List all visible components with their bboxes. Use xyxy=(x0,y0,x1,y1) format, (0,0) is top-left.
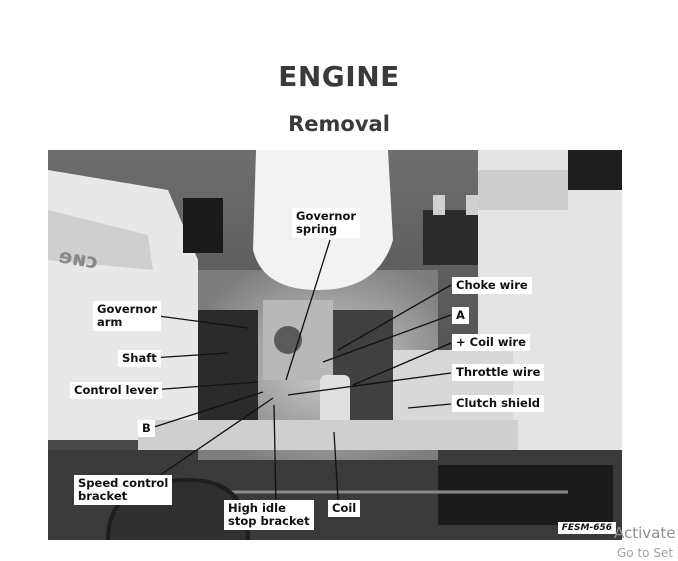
label-b: B xyxy=(138,420,155,437)
label-choke-wire: Choke wire xyxy=(452,277,532,294)
label-clutch-shield: Clutch shield xyxy=(452,395,545,412)
label-throttle-wire: Throttle wire xyxy=(452,364,545,381)
label-control-lever: Control lever xyxy=(70,382,163,399)
activation-watermark-sub: Go to Set xyxy=(617,546,674,560)
label-speed-control-bracket: Speed control bracket xyxy=(74,475,173,505)
label-coil: Coil xyxy=(328,500,361,517)
label-governor-spring: Governor spring xyxy=(292,208,361,238)
label-high-idle-stop-bracket: High idle stop bracket xyxy=(224,500,314,530)
label-a: A xyxy=(452,307,469,324)
page-subtitle: Removal xyxy=(288,112,390,136)
engine-photo: ɘɴɔ xyxy=(48,150,622,541)
label-coil-wire: + Coil wire xyxy=(452,334,530,351)
label-shaft: Shaft xyxy=(118,350,161,367)
page-title: ENGINE xyxy=(278,60,400,93)
activation-watermark: Activate xyxy=(614,524,676,542)
label-governor-arm: Governor arm xyxy=(93,301,162,331)
figure-id: FESM-656 xyxy=(557,522,616,534)
